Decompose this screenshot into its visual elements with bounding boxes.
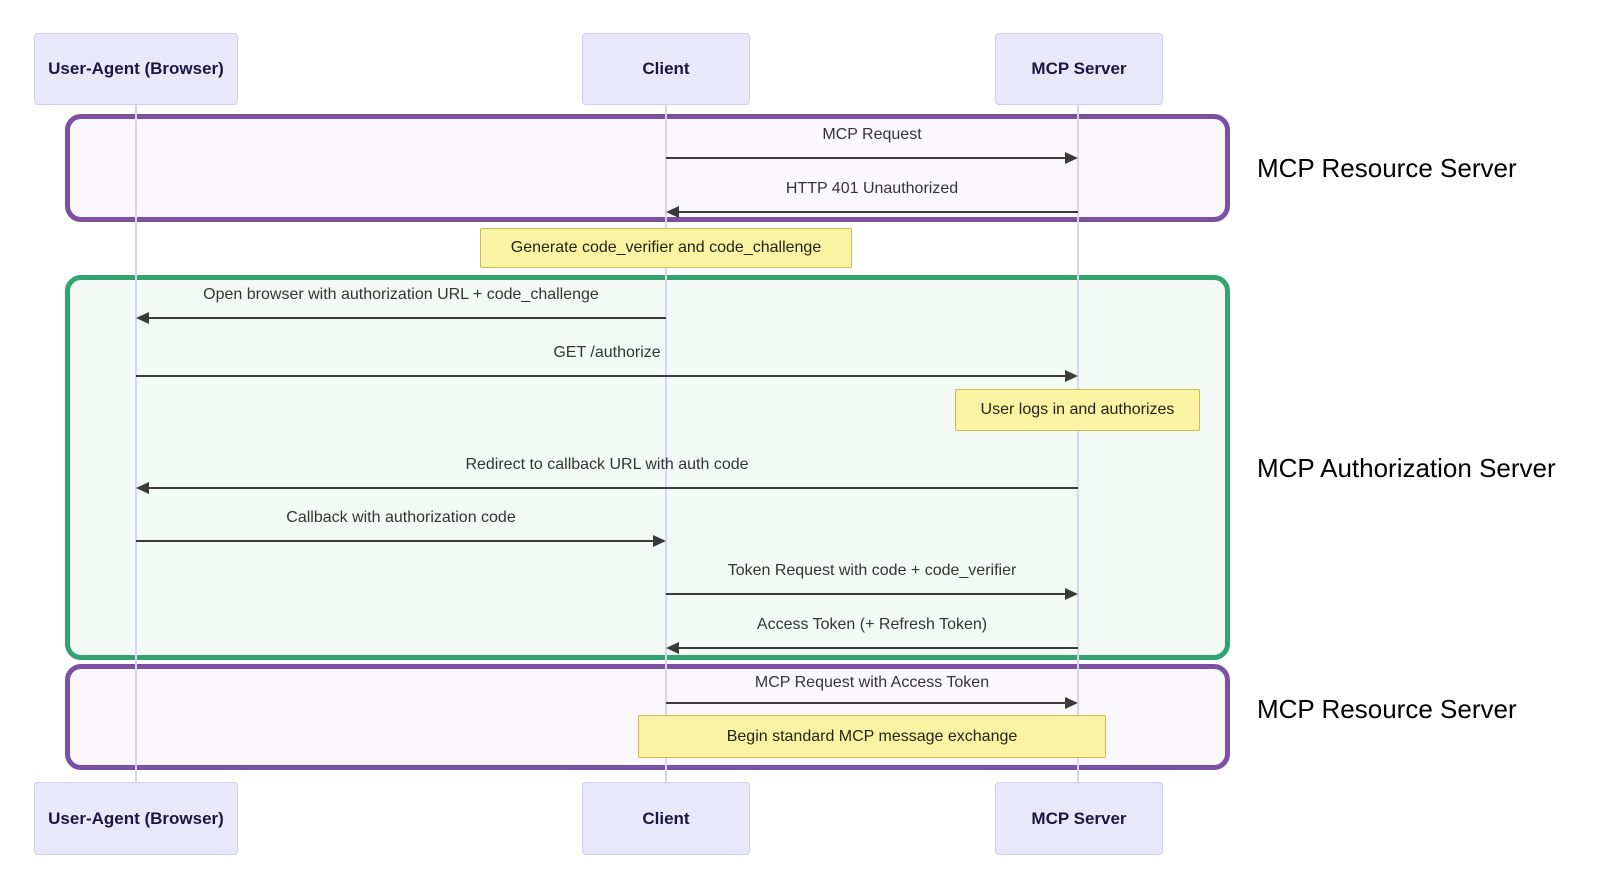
arrowhead-left-icon	[136, 482, 149, 494]
message-open-browser: Open browser with authorization URL + co…	[203, 286, 599, 303]
arrowhead-left-icon	[666, 642, 679, 654]
actor-user-agent-bottom: User-Agent (Browser)	[34, 782, 238, 855]
message-token-request: Token Request with code + code_verifier	[727, 562, 1017, 579]
group-label-mcp-resource-server-1: MCP Resource Server	[1257, 153, 1517, 183]
message-line	[149, 487, 1078, 489]
arrowhead-right-icon	[1065, 152, 1078, 164]
lifeline-mcp-server	[1077, 105, 1079, 782]
group-label-mcp-authorization-server: MCP Authorization Server	[1257, 453, 1556, 483]
actor-mcp-server-bottom: MCP Server	[995, 782, 1163, 855]
note-begin-exchange: Begin standard MCP message exchange	[638, 715, 1106, 758]
actor-mcp-server-top: MCP Server	[995, 33, 1163, 105]
group-label-mcp-resource-server-2: MCP Resource Server	[1257, 694, 1517, 724]
message-line	[136, 540, 653, 542]
lifeline-user-agent	[135, 105, 137, 782]
frame-mcp-authorization-server	[65, 275, 1230, 660]
arrowhead-left-icon	[666, 206, 679, 218]
arrowhead-right-icon	[1065, 370, 1078, 382]
message-access-token: Access Token (+ Refresh Token)	[756, 616, 988, 633]
message-line	[679, 647, 1078, 649]
note-user-logs-in: User logs in and authorizes	[955, 389, 1200, 431]
actor-user-agent-top: User-Agent (Browser)	[34, 33, 238, 105]
message-callback-auth-code: Callback with authorization code	[286, 509, 516, 526]
arrowhead-right-icon	[1065, 697, 1078, 709]
message-http-401: HTTP 401 Unauthorized	[785, 180, 959, 197]
message-mcp-request-access-token: MCP Request with Access Token	[754, 674, 990, 691]
actor-client-bottom: Client	[582, 782, 750, 855]
note-generate-code-verifier: Generate code_verifier and code_challeng…	[480, 228, 852, 268]
actor-client-top: Client	[582, 33, 750, 105]
message-line	[666, 702, 1065, 704]
lifeline-client	[665, 105, 667, 782]
arrowhead-right-icon	[653, 535, 666, 547]
frame-mcp-resource-server-1	[65, 114, 1230, 222]
message-get-authorize: GET /authorize	[553, 344, 661, 361]
message-redirect-callback: Redirect to callback URL with auth code	[465, 456, 749, 473]
arrowhead-right-icon	[1065, 588, 1078, 600]
message-line	[149, 317, 666, 319]
message-line	[666, 157, 1065, 159]
message-mcp-request: MCP Request	[822, 126, 922, 143]
arrowhead-left-icon	[136, 312, 149, 324]
message-line	[679, 211, 1078, 213]
message-line	[136, 375, 1065, 377]
message-line	[666, 593, 1065, 595]
